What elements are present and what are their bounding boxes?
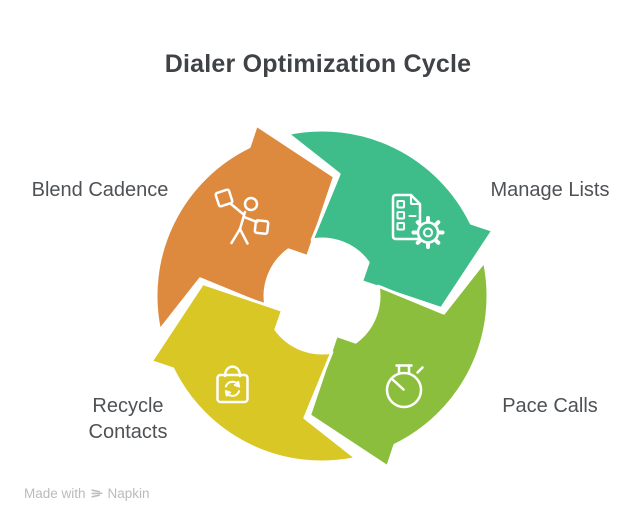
recycle-arrows xyxy=(224,380,241,397)
label-pace-calls: Pace Calls xyxy=(502,395,598,417)
napkin-logo-icon xyxy=(90,489,103,498)
made-with-napkin-attribution: Made with Napkin xyxy=(24,486,150,501)
brand-text: Napkin xyxy=(107,486,150,501)
label-manage-lists: Manage Lists xyxy=(490,179,610,201)
person-juggling-icon xyxy=(214,188,270,245)
page-title: Dialer Optimization Cycle xyxy=(164,50,472,78)
list-gear-icon xyxy=(391,193,445,249)
label-blend-cadence: Blend Cadence xyxy=(31,179,169,201)
bag-recycle-icon xyxy=(216,365,249,404)
made-with-text: Made with xyxy=(24,486,86,501)
label-recycle-contacts: Recycle Contacts xyxy=(88,395,168,443)
stopwatch-icon xyxy=(385,364,424,409)
